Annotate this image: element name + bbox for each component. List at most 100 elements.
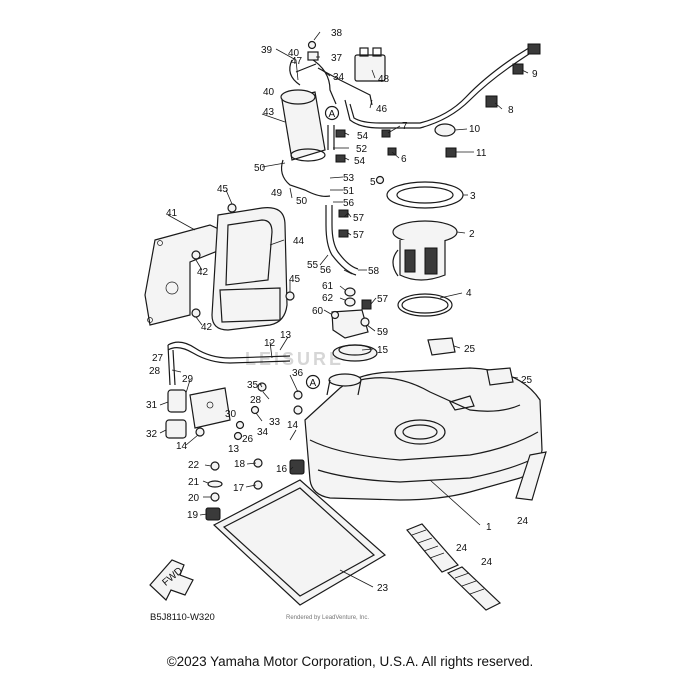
marker-a-lower: A	[305, 374, 321, 390]
callout-18: 18	[234, 459, 246, 470]
callout-1: 1	[486, 522, 492, 533]
callout-28-right: 28	[250, 395, 262, 406]
callout-24-bottom: 24	[481, 557, 493, 568]
canister	[280, 89, 326, 162]
callout-50-left: 50	[254, 163, 266, 174]
filler-cap	[326, 344, 378, 396]
marker-a-upper: A	[324, 105, 340, 121]
callout-5: 5	[370, 177, 376, 188]
callout-49: 49	[271, 188, 283, 199]
callout-53: 53	[343, 173, 355, 184]
callout-57-top: 57	[353, 213, 365, 224]
callout-38: 38	[331, 28, 343, 39]
callout-16: 16	[276, 464, 288, 475]
callout-42-bottom: 42	[201, 322, 213, 333]
retainer-ring	[386, 181, 464, 209]
callout-8: 8	[508, 105, 514, 116]
callout-48: 48	[378, 74, 390, 85]
callout-20: 20	[188, 493, 200, 504]
callout-28-left: 28	[149, 366, 161, 377]
callout-29: 29	[182, 374, 194, 385]
callout-12: 12	[264, 338, 276, 349]
clip-icon	[335, 43, 541, 310]
solenoid-valve	[354, 47, 386, 82]
callout-19: 19	[187, 510, 199, 521]
callout-44: 44	[293, 236, 305, 247]
watermark-text: LEISURE	[245, 349, 344, 369]
callout-35: 35	[247, 380, 259, 391]
callout-25-top: 25	[464, 344, 476, 355]
callout-54-bottom: 54	[354, 156, 366, 167]
callout-25-bottom: 25	[521, 375, 533, 386]
callout-40-top: 40	[288, 48, 300, 59]
callout-55: 55	[307, 260, 319, 271]
bracket-10	[434, 123, 456, 137]
callout-32: 32	[146, 429, 158, 440]
bracket-29	[189, 387, 231, 429]
callout-43: 43	[263, 107, 275, 118]
callout-40-bottom: 40	[263, 87, 275, 98]
rendered-by-text: Rendered by LeadVenture, Inc.	[286, 615, 369, 621]
mount-stack	[205, 458, 305, 521]
fuel-tank	[304, 367, 543, 501]
callout-27: 27	[152, 353, 164, 364]
callout-57-right: 57	[377, 294, 389, 305]
underplate	[212, 479, 387, 606]
callout-14-left: 14	[176, 441, 188, 452]
callout-37: 37	[331, 53, 343, 64]
callout-3: 3	[470, 191, 476, 202]
callout-24-right: 24	[517, 516, 529, 527]
callout-4: 4	[466, 288, 472, 299]
callout-42-top: 42	[197, 267, 209, 278]
callout-54-top: 54	[357, 131, 369, 142]
callout-13-bottom: 13	[228, 444, 240, 455]
callout-14-right: 14	[287, 420, 299, 431]
rollover-valve	[330, 287, 369, 339]
callout-45-bottom: 45	[289, 274, 301, 285]
callout-24-mid: 24	[456, 543, 468, 554]
mount-25	[427, 337, 514, 386]
diagram-code: B5J8110-W320	[150, 612, 215, 623]
callout-9: 9	[532, 69, 538, 80]
copyright-notice: ©2023 Yamaha Motor Corporation, U.S.A. A…	[166, 654, 534, 669]
callout-36: 36	[292, 368, 304, 379]
callout-15: 15	[377, 345, 389, 356]
sensor-31	[165, 389, 187, 439]
callout-39: 39	[261, 45, 273, 56]
callout-26: 26	[242, 434, 254, 445]
leader-lines	[159, 31, 529, 588]
breather-hose	[344, 45, 536, 129]
marker-a-upper-label: A	[329, 109, 336, 120]
fuel-pump	[392, 220, 458, 281]
fwd-arrow-icon: FWD	[149, 559, 194, 601]
bolt-42	[191, 203, 295, 318]
callout-62: 62	[322, 293, 334, 304]
callout-56-top: 56	[343, 198, 355, 209]
callout-6: 6	[401, 154, 407, 165]
callout-23: 23	[377, 583, 389, 594]
callout-34-left: 34	[257, 427, 269, 438]
callout-labels: 1 2 3 4 5 6 7 8 9 10 11 12 13 13 14 14 1…	[146, 28, 538, 594]
callout-46: 46	[376, 104, 388, 115]
callout-60: 60	[312, 306, 324, 317]
callout-22: 22	[188, 460, 200, 471]
small-fittings	[195, 40, 370, 441]
callout-13-top: 13	[280, 330, 292, 341]
callout-33: 33	[269, 417, 281, 428]
drain-hose	[167, 341, 291, 386]
callout-10: 10	[469, 124, 481, 135]
callout-52: 52	[356, 144, 368, 155]
callout-57-mid: 57	[353, 230, 365, 241]
screw-icon	[375, 175, 385, 185]
cover-44	[211, 207, 288, 331]
callout-11: 11	[476, 148, 487, 159]
callout-17: 17	[233, 483, 245, 494]
bracket-41	[144, 224, 226, 326]
callout-2: 2	[469, 229, 475, 240]
marker-a-lower-label: A	[310, 378, 317, 389]
callout-56-bottom: 56	[320, 265, 332, 276]
callout-51: 51	[343, 186, 355, 197]
mat-24	[406, 451, 547, 611]
callout-30: 30	[225, 409, 237, 420]
